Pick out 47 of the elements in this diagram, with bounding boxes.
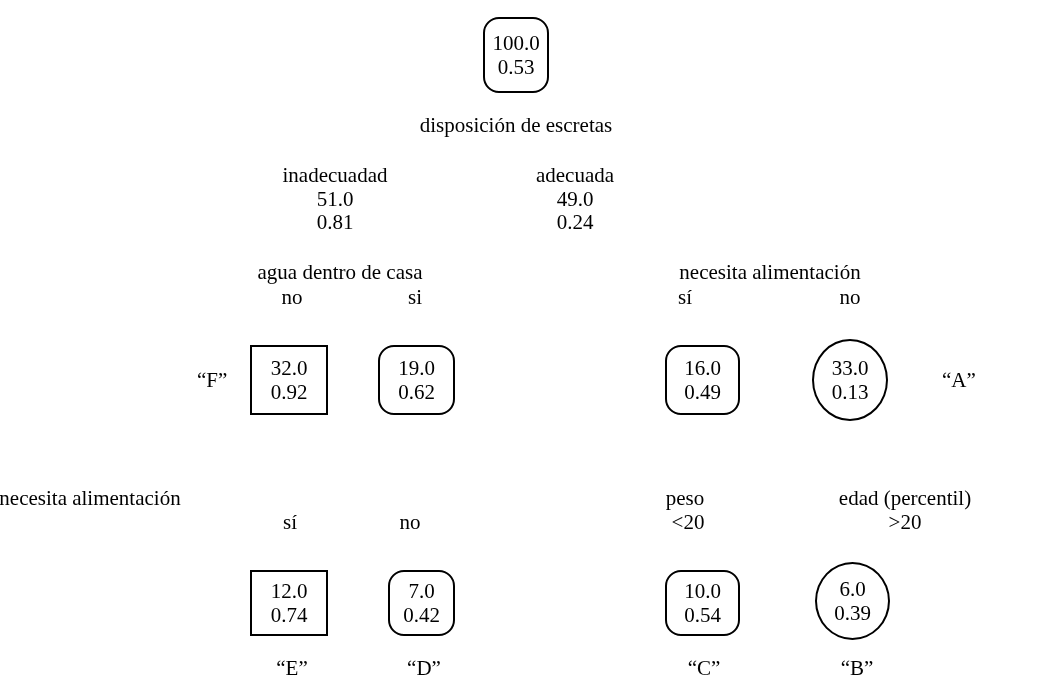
tree-label: peso xyxy=(665,485,705,511)
tree-label: inadecuadad xyxy=(282,162,388,188)
tree-label: >20 xyxy=(888,509,922,535)
node-value: 33.0 xyxy=(831,355,869,380)
node-value: 0.39 xyxy=(834,601,871,626)
tree-label: 51.0 xyxy=(316,186,354,212)
node-value: 0.42 xyxy=(403,603,440,628)
node-value: 0.13 xyxy=(831,380,869,405)
group-letter: “C” xyxy=(687,656,721,681)
tree-label: <20 xyxy=(671,509,705,535)
rounded-box xyxy=(378,345,455,415)
tree-label: 0.81 xyxy=(316,209,354,235)
tree-label: necesita alimentación xyxy=(0,485,181,511)
rounded-box xyxy=(665,345,740,415)
node-value: 0.74 xyxy=(270,603,308,628)
node-value: 0.54 xyxy=(684,603,721,628)
node-value: 6.0 xyxy=(839,576,866,601)
rounded-box xyxy=(483,17,549,93)
tree-label: no xyxy=(281,284,303,310)
group-letter: “F” xyxy=(197,367,228,393)
node-value: 10.0 xyxy=(684,578,721,603)
node-value: 16.0 xyxy=(684,355,721,380)
tree-label: 49.0 xyxy=(556,186,594,212)
tree-label: disposición de escretas xyxy=(419,112,613,138)
node-value: 100.0 xyxy=(492,30,540,55)
node-value: 19.0 xyxy=(398,355,435,380)
tree-label: sí xyxy=(283,509,297,535)
node-value: 12.0 xyxy=(270,578,308,603)
group-letter: “B” xyxy=(840,656,874,681)
node-value: 0.92 xyxy=(270,380,308,405)
tree-label: no xyxy=(839,284,861,310)
node-value: 0.49 xyxy=(684,380,721,405)
tree-label: si xyxy=(408,284,422,310)
tree-label: adecuada xyxy=(535,162,615,188)
node-value: 0.53 xyxy=(497,55,535,80)
tree-label: necesita alimentación xyxy=(679,259,861,285)
group-letter: “A” xyxy=(942,367,976,393)
tree-label: edad (percentil) xyxy=(838,485,972,511)
node-value: 32.0 xyxy=(270,355,308,380)
node-value: 0.62 xyxy=(398,380,435,405)
tree-label: agua dentro de casa xyxy=(257,259,423,285)
node-value: 7.0 xyxy=(408,578,435,603)
tree-label: 0.24 xyxy=(556,209,594,235)
tree-label: sí xyxy=(678,284,692,310)
group-letter: “E” xyxy=(276,656,308,681)
group-letter: “D” xyxy=(407,656,441,681)
tree-label: no xyxy=(399,509,421,535)
